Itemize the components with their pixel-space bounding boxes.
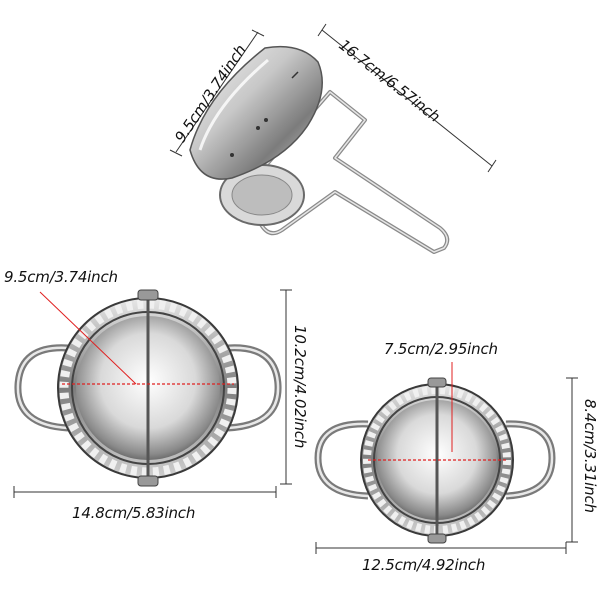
large-dumpling-mold-image	[14, 289, 282, 487]
small-mold-diameter-label: 7.5cm/2.95inch	[384, 340, 498, 358]
dough-cutter-image	[189, 45, 450, 254]
large-mold-diameter-label: 9.5cm/3.74inch	[4, 268, 118, 286]
large-mold-height-label: 10.2cm/4.02inch	[291, 325, 309, 449]
small-mold-height-label: 8.4cm/3.31inch	[581, 399, 599, 513]
small-dumpling-mold-image	[314, 377, 556, 544]
small-mold-width-label: 12.5cm/4.92inch	[362, 556, 486, 574]
small-mold-measure-lines	[315, 362, 578, 554]
large-mold-measure-lines	[13, 289, 292, 498]
cutter-dimension-lines	[169, 23, 497, 173]
large-mold-width-label: 14.8cm/5.83inch	[72, 504, 196, 522]
